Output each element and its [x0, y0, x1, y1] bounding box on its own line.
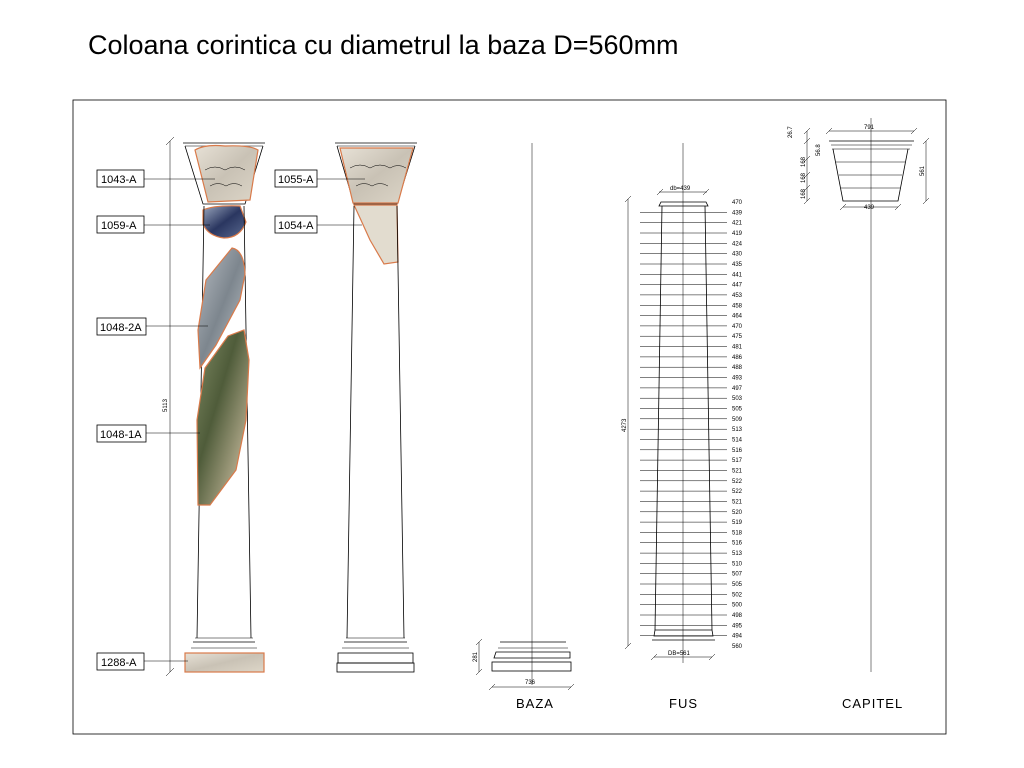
fus-diameter-label: 518 — [732, 530, 743, 536]
fus-diameter-label: 421 — [732, 221, 743, 227]
fus-diameter-label: 493 — [732, 376, 743, 382]
fus-diameter-label: 419 — [732, 231, 743, 237]
section-capitel: 791 439 561 26.7 56.8 168 168 168 CAPITE… — [788, 118, 930, 711]
label-1054-a: 1054-A — [278, 220, 314, 232]
fus-diameter-label: 520 — [732, 510, 743, 516]
fragment-1059-a — [202, 205, 247, 239]
fus-diameter-label: 521 — [732, 469, 743, 475]
capitel-dim-1: 26.7 — [788, 126, 794, 138]
baza-height-dim: 281 — [473, 651, 479, 662]
capitel-label: CAPITEL — [842, 696, 903, 711]
fus-diameter-label: 494 — [732, 634, 743, 640]
fragment-1055-a — [339, 147, 414, 204]
elevation-height-dim: 5113 — [163, 398, 169, 412]
fus-diameter-label: 500 — [732, 603, 743, 609]
fus-diameter-label: 453 — [732, 293, 743, 299]
fus-diameter-label: 510 — [732, 561, 743, 567]
fus-diameter-label: 513 — [732, 551, 743, 557]
label-1288-a: 1288-A — [101, 657, 137, 669]
fus-diameter-label: 488 — [732, 365, 743, 371]
label-1048-1a: 1048-1A — [100, 429, 142, 441]
fus-diameter-label: 513 — [732, 427, 743, 433]
fus-diameter-label: 475 — [732, 334, 743, 340]
capitel-bottom-dim: 439 — [864, 205, 875, 211]
fus-bottom-dim: DB=561 — [668, 651, 691, 657]
fus-diameter-label: 502 — [732, 592, 743, 598]
fus-diameter-label: 516 — [732, 541, 743, 547]
column-elevation-fragments: 5113 1043-A 1059-A 1048-2A 1048-1A 1288-… — [96, 136, 265, 677]
baza-width-dim: 736 — [525, 680, 536, 686]
fus-diameter-label: 497 — [732, 386, 743, 392]
fus-diameter-label: 447 — [732, 283, 743, 289]
fus-diameter-label: 464 — [732, 314, 743, 320]
fus-diameter-label: 505 — [732, 582, 743, 588]
fus-diameter-label: 519 — [732, 520, 743, 526]
fus-diameter-label: 503 — [732, 396, 743, 402]
fus-diameter-label: 498 — [732, 613, 743, 619]
section-fus: db=439 4273 4704394214194244304354414474… — [622, 143, 743, 711]
fus-diameter-label: 435 — [732, 262, 743, 268]
fus-label: FUS — [669, 696, 698, 711]
fus-diameter-label: 481 — [732, 345, 743, 351]
fus-diameter-label: 439 — [732, 210, 743, 216]
fus-diameter-label: 516 — [732, 448, 743, 454]
fus-diameter-label: 509 — [732, 417, 743, 423]
fragment-1048-2a — [197, 247, 246, 370]
fus-top-dim: db=439 — [670, 186, 691, 192]
fragment-1054-a — [353, 204, 399, 265]
fragment-1288-a — [184, 652, 265, 673]
fus-diameter-label: 507 — [732, 572, 743, 578]
fus-diameter-label: 470 — [732, 200, 743, 206]
fus-diameter-label: 522 — [732, 489, 743, 495]
fragment-1043-a — [194, 144, 259, 203]
capitel-dim-3: 168 — [801, 156, 807, 167]
capitel-dim-5: 168 — [801, 188, 807, 199]
fus-diameter-lines: 470 439 421 419 424 430 435 441 447 453 458 464 470 4… — [640, 200, 743, 650]
fus-diameter-label: 495 — [732, 623, 743, 629]
capitel-top-dim: 791 — [864, 125, 875, 131]
fus-diameter-label: 441 — [732, 272, 743, 278]
fus-diameter-label: 522 — [732, 479, 743, 485]
label-1059-a: 1059-A — [101, 220, 137, 232]
fus-diameter-label: 505 — [732, 407, 743, 413]
fus-diameter-label: 470 — [732, 324, 743, 330]
capitel-dim-4: 168 — [801, 172, 807, 183]
section-baza: 281 736 BAZA — [473, 143, 575, 711]
capitel-height-dim: 561 — [920, 165, 926, 176]
fus-diameter-label: 458 — [732, 303, 743, 309]
fus-diameter-label: 560 — [732, 644, 743, 650]
fragment-1048-1a — [196, 329, 250, 506]
capitel-dim-2: 56.8 — [816, 144, 822, 156]
fus-diameter-label: 521 — [732, 499, 743, 505]
fus-diameter-label: 430 — [732, 252, 743, 258]
fus-diameter-label: 486 — [732, 355, 743, 361]
label-1048-2a: 1048-2A — [100, 322, 142, 334]
label-1043-a: 1043-A — [101, 174, 137, 186]
column-elevation-outline: 1055-A 1054-A — [274, 142, 417, 673]
fus-diameter-label: 424 — [732, 241, 743, 247]
drawing-frame — [72, 99, 947, 735]
fus-height-dim: 4273 — [622, 418, 628, 432]
fus-diameter-label: 517 — [732, 458, 743, 464]
page-title: Coloana corintica cu diametrul la baza D… — [88, 30, 679, 60]
fus-diameter-label: 514 — [732, 438, 743, 444]
label-1055-a: 1055-A — [278, 174, 314, 186]
baza-label: BAZA — [516, 696, 554, 711]
